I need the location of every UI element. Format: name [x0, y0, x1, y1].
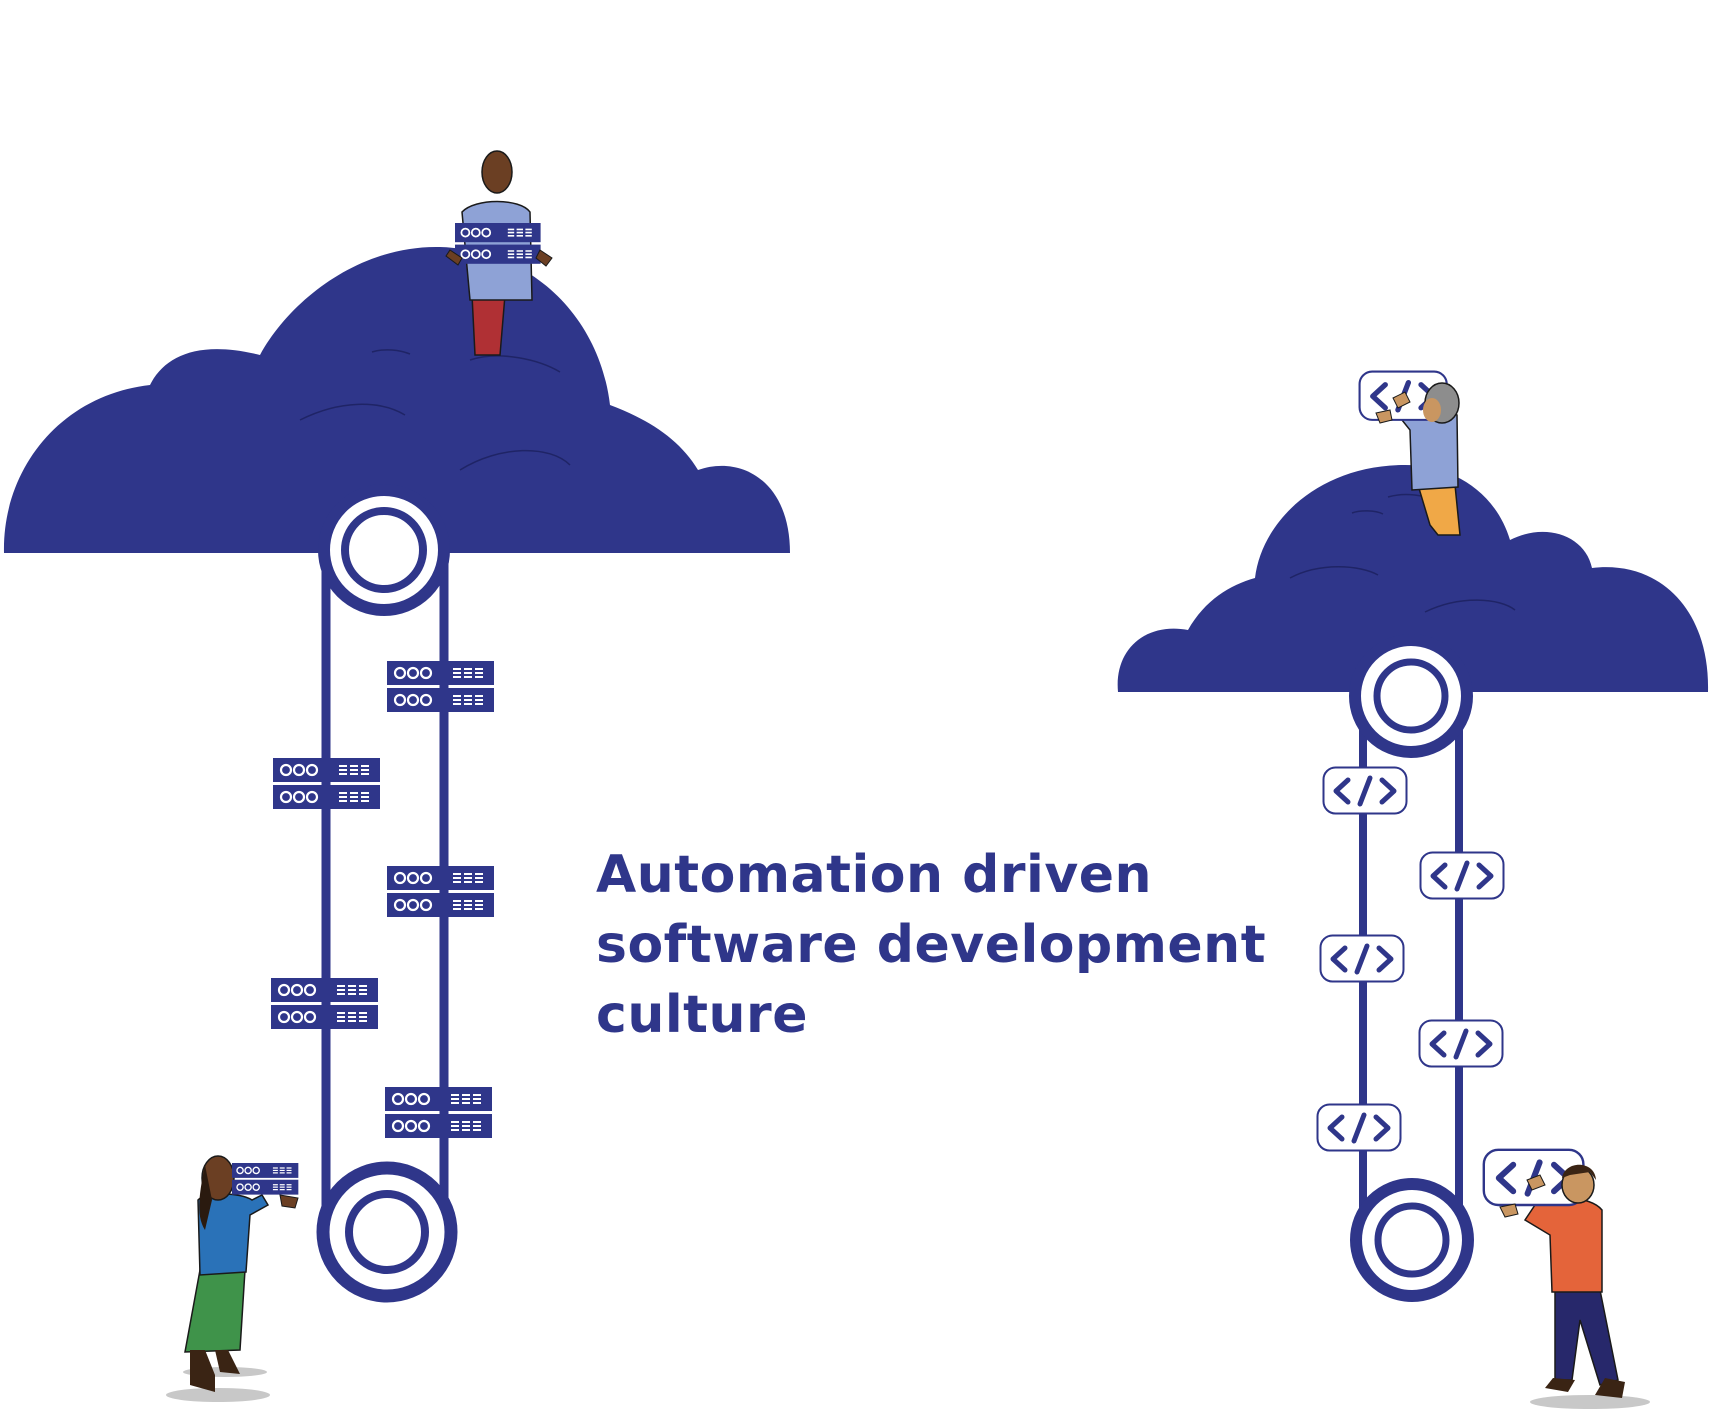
person-holding-code-top-right: [1360, 372, 1461, 536]
code-icon: [1420, 1021, 1503, 1067]
right-cloud: [1117, 465, 1709, 692]
headline: Automation driven software development c…: [596, 840, 1296, 1050]
right-conveyor: [1349, 634, 1474, 1302]
code-icon: [1321, 936, 1404, 982]
person-holding-server-top-left: [445, 150, 553, 356]
code-icon: [1318, 1105, 1401, 1151]
server-rack-icon: [383, 1085, 494, 1140]
person-loading-code-bottom-right: [1484, 1150, 1650, 1409]
headline-line-2: software development: [596, 915, 1267, 975]
server-rack-icon: [231, 1162, 300, 1196]
person-loading-server-bottom-left: [166, 1155, 300, 1402]
code-icon: [1324, 768, 1407, 814]
code-icon: [1421, 853, 1504, 899]
headline-line-3: culture: [596, 985, 808, 1045]
headline-line-1: Automation driven: [596, 845, 1153, 905]
left-cloud: [3, 246, 790, 553]
